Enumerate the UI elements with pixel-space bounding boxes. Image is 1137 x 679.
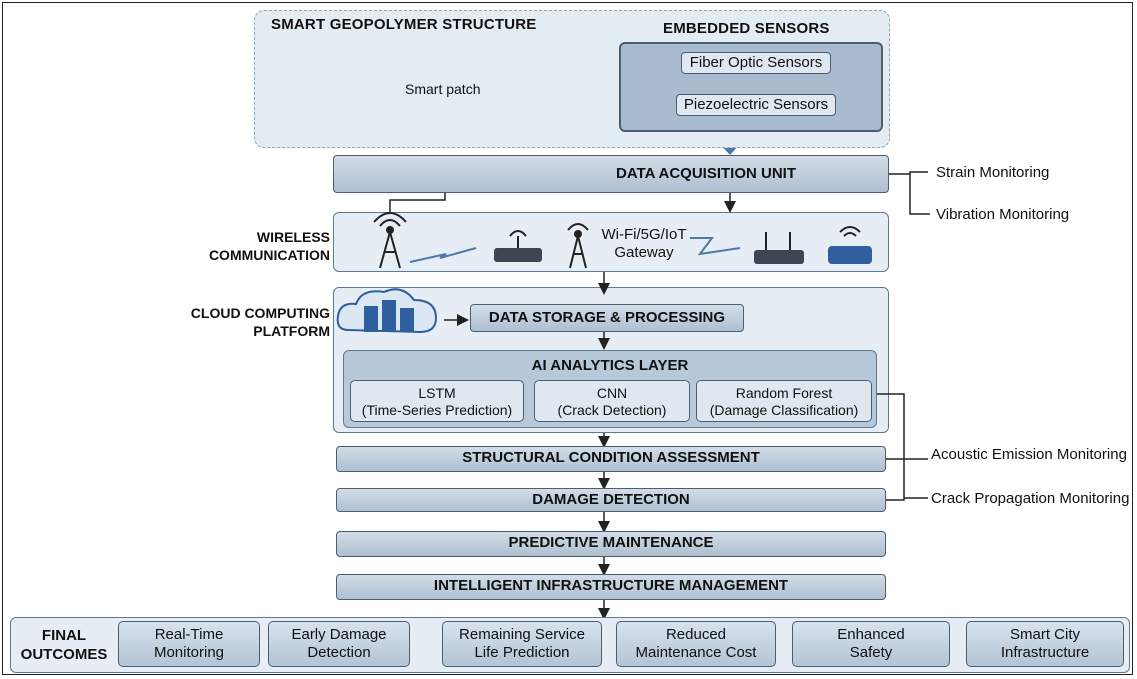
daq-label: DATA ACQUISITION UNIT (616, 165, 796, 182)
strain-label: Strain Monitoring (936, 164, 1050, 181)
outcome-item: Real-Time Monitoring (118, 621, 260, 667)
outcome-line2: Monitoring (153, 644, 225, 661)
router-icon (494, 230, 542, 262)
outcome-line2: Infrastructure (1000, 644, 1090, 661)
predictive-bar: PREDICTIVE MAINTENANCE (336, 531, 886, 557)
outcome-line1: Smart City (1009, 626, 1080, 643)
model-name: Random Forest (735, 385, 833, 401)
acoustic-label: Acoustic Emission Monitoring (931, 446, 1127, 463)
model-cnn: CNN (Crack Detection) (534, 380, 690, 422)
model-name: CNN (596, 385, 628, 401)
outcome-line1: Real-Time (154, 626, 224, 643)
outcome-item: Smart City Infrastructure (966, 621, 1124, 667)
damage-bar: DAMAGE DETECTION (336, 488, 886, 512)
smart-patch-label: Smart patch (405, 81, 481, 97)
tower-icon (373, 212, 407, 269)
outcome-line1: Remaining Service (459, 626, 585, 643)
model-desc: (Crack Detection) (557, 402, 667, 418)
daq-bar: DATA ACQUISITION UNIT (333, 155, 889, 193)
model-name: LSTM (418, 385, 456, 401)
model-desc: (Time-Series Prediction) (361, 402, 513, 418)
outcomes-label: FINAL OUTCOMES (14, 626, 114, 664)
vibration-label: Vibration Monitoring (936, 206, 1070, 223)
gateway-label-line2: Gateway (614, 244, 674, 261)
outcome-line1: Early Damage (291, 626, 387, 643)
crack-label: Crack Propagation Monitoring (931, 490, 1130, 507)
cloud-icon (336, 288, 438, 334)
structure-title: SMART GEOPOLYMER STRUCTURE (271, 16, 537, 33)
model-desc: (Damage Classification) (709, 402, 859, 418)
wifi-icon (828, 226, 872, 264)
model-lstm: LSTM (Time-Series Prediction) (350, 380, 524, 422)
gateway-label-line1: Wi-Fi/5G/IoT (601, 226, 687, 243)
outcomes-label-line1: FINAL (41, 627, 87, 644)
outcome-item: Early Damage Detection (268, 621, 410, 667)
gateway-label: Wi-Fi/5G/IoT Gateway (598, 226, 690, 262)
outcome-line2: Safety (849, 644, 893, 661)
piezo-tag: Piezoelectric Sensors (676, 94, 836, 116)
outcome-item: Reduced Maintenance Cost (616, 621, 776, 667)
outcome-line2: Maintenance Cost (635, 644, 757, 661)
cloud-label: CLOUD COMPUTING PLATFORM (160, 304, 330, 340)
tower-icon-2 (567, 223, 589, 269)
fiber-optic-tag: Fiber Optic Sensors (681, 52, 831, 74)
model-random-forest: Random Forest (Damage Classification) (696, 380, 872, 422)
cloud-label-line2: PLATFORM (253, 323, 330, 339)
ai-title: AI ANALYTICS LAYER (531, 357, 689, 374)
management-bar: INTELLIGENT INFRASTRUCTURE MANAGEMENT (336, 574, 886, 600)
sensors-title: EMBEDDED SENSORS (663, 20, 830, 37)
outcome-line1: Enhanced (837, 626, 905, 643)
assessment-bar: STRUCTURAL CONDITION ASSESSMENT (336, 446, 886, 472)
cloud-label-line1: CLOUD COMPUTING (190, 305, 330, 321)
wireless-label-line1: WIRELESS (256, 229, 330, 245)
outcome-item: Remaining Service Life Prediction (442, 621, 602, 667)
outcome-line2: Detection (307, 644, 371, 661)
outcome-line1: Reduced (665, 626, 727, 643)
wireless-label-line2: COMMUNICATION (208, 247, 330, 263)
outcome-line2: Life Prediction (474, 644, 570, 661)
outcomes-label-line2: OUTCOMES (20, 646, 108, 663)
storage-bar: DATA STORAGE & PROCESSING (470, 304, 744, 332)
router-icon-2 (754, 232, 804, 264)
outcome-item: Enhanced Safety (792, 621, 950, 667)
wireless-label: WIRELESS COMMUNICATION (200, 228, 330, 264)
